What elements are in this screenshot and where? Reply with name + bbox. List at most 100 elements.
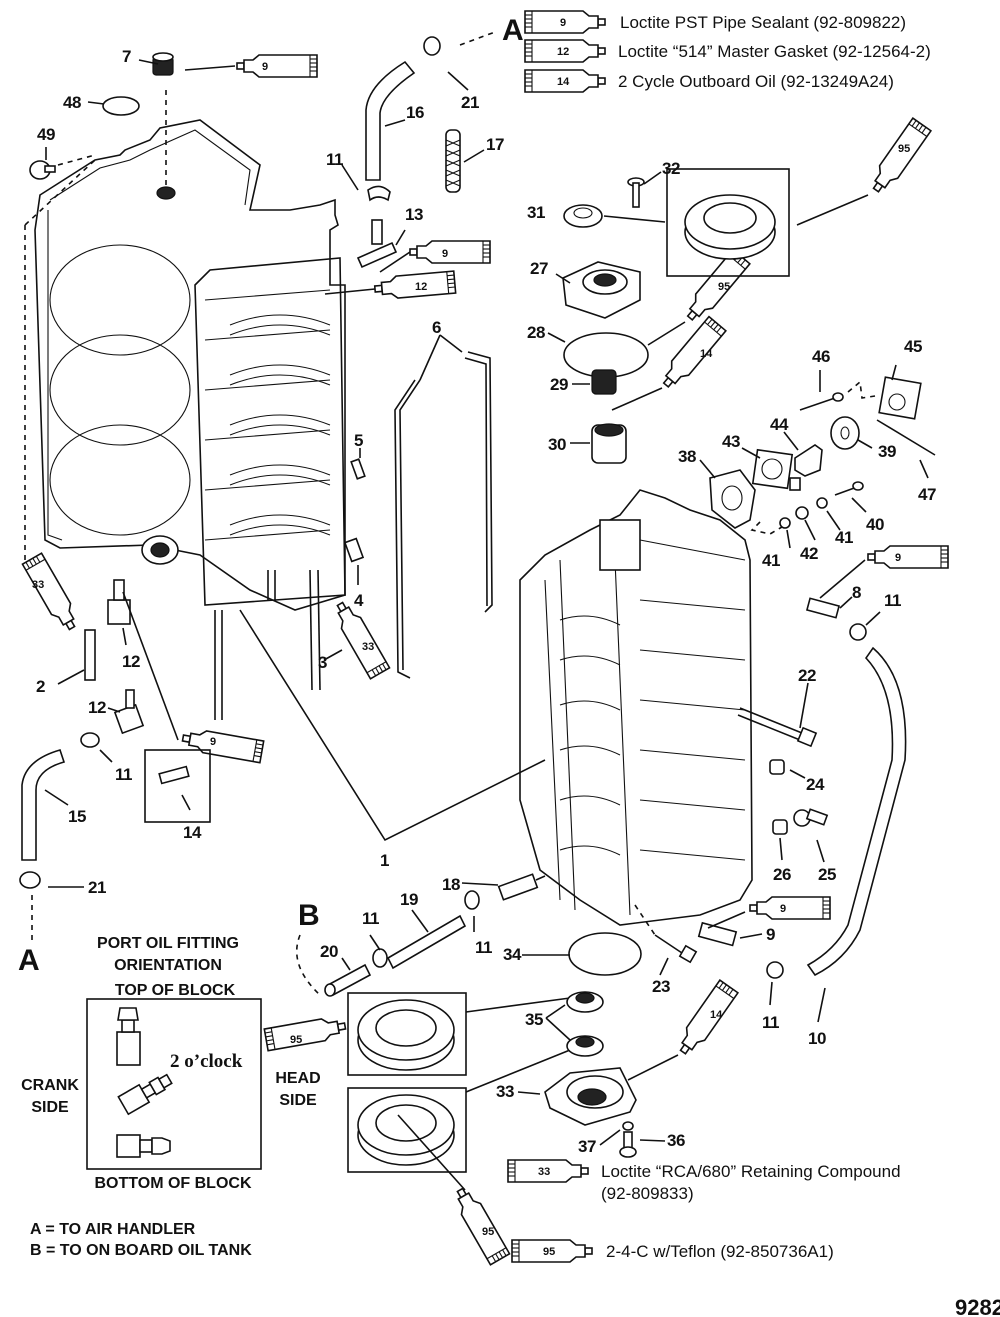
callout-13: 13 [405,205,423,224]
callout-11: 11 [475,938,492,957]
callout-4: 4 [354,591,364,610]
part-19-hose [386,909,467,970]
orientation-title-2: ORIENTATION [114,957,222,974]
part-37-washer [599,1121,634,1146]
callout-35: 35 [525,1010,543,1029]
crankcase-block [519,489,753,926]
svg-text:95: 95 [482,1226,494,1238]
sealant-tube-14-mid: 14 [611,315,727,411]
callout-11: 11 [326,150,343,169]
sealant-tube-9b: 9 [409,240,491,264]
part-41-washer-right [816,497,841,531]
part-9-fitting [697,911,763,947]
part-12-fitting-upper [107,579,179,741]
callout-21: 21 [88,878,106,897]
part-45-sensor [878,364,922,420]
callout-41: 41 [835,528,853,547]
fitting-angled-icon [117,1073,173,1116]
part-8-fitting [805,596,853,619]
svg-text:33: 33 [362,641,374,653]
svg-text:95: 95 [718,281,730,293]
fitting-vertical-icon [116,1007,141,1066]
svg-text:9: 9 [780,903,786,915]
svg-text:9: 9 [895,552,901,564]
callout-44: 44 [770,415,789,434]
callout-3: 3 [318,653,327,672]
two-oclock-label: 2 o’clock [170,1051,243,1072]
part-32-bolt [627,171,662,208]
callout-15: 15 [68,807,86,826]
part-21-clamp [423,31,496,91]
callout-23: 23 [652,977,670,996]
svg-text:14: 14 [710,1009,723,1021]
fitting-detail-box-14 [144,749,211,823]
part-18-fitting [461,873,546,901]
legend-text-part-number: (92-809833) [601,1184,694,1203]
part-35-seal-lower [545,1004,604,1057]
callout-17: 17 [486,135,504,154]
tube-number: 12 [557,46,569,58]
part-4-pin [343,537,365,585]
note-a: A = TO AIR HANDLER [30,1221,196,1238]
callout-11: 11 [762,1013,779,1032]
callout-39: 39 [878,442,896,461]
part-33-housing [517,1067,637,1126]
callout-38: 38 [678,447,696,466]
callout-34: 34 [503,945,522,964]
part-11-clamp-right [849,611,881,641]
note-b: B = TO ON BOARD OIL TANK [30,1242,252,1259]
callout-12: 12 [122,652,140,671]
sealant-tube-95-left: 95 [263,1014,348,1052]
callout-43: 43 [722,432,740,451]
legend-text: Loctite “514” Master Gasket (92-12564-2) [618,42,931,61]
callout-45: 45 [904,337,922,356]
part-21-clamp-bottom [19,871,84,945]
callout-30: 30 [548,435,566,454]
callout-18: 18 [442,875,460,894]
svg-text:33: 33 [32,579,44,591]
sealant-tube-33-left: 33 [21,552,83,635]
callout-12: 12 [88,698,106,717]
callout-31: 31 [527,203,545,222]
part-35-seal-upper [566,991,604,1013]
part-15-hose [21,749,69,861]
callout-36: 36 [667,1131,685,1150]
seal-detail-box-top [666,168,790,277]
part-22-bolt [737,682,818,748]
tube-number: 9 [560,17,566,29]
fitting-horizontal-icon [116,1134,171,1158]
part-2-stud [57,629,96,685]
callout-5: 5 [354,431,363,450]
sealant-tube-14-bottom: 14 [627,979,739,1081]
part-46-screw [799,370,876,411]
callout-1-leaders [239,609,546,842]
svg-text:95: 95 [290,1034,302,1046]
connector-a-marker: A [18,944,40,977]
part-34-o-ring [522,932,642,976]
callout-41: 41 [762,551,780,570]
callout-46: 46 [812,347,830,366]
legend-text: Loctite “RCA/680” Retaining Compound [601,1162,901,1181]
part-11-clamp-b2 [369,934,388,968]
callout-11: 11 [884,591,901,610]
part-3-stud [323,649,343,661]
part-16-hose [365,60,416,181]
head-side-label-2: SIDE [279,1092,317,1109]
callout-28: 28 [527,323,545,342]
part-11-clamp-b1 [464,890,480,932]
callout-19: 19 [400,890,418,909]
sealant-tube-95-top: 95 [796,117,932,226]
legend-item-14: 14 2 Cycle Outboard Oil (92-13249A24) [524,69,894,93]
callout-47: 47 [918,485,936,504]
part-11-clamp-bottom-right [766,961,784,1006]
callout-32: 32 [662,159,680,178]
callout-26: 26 [773,865,791,884]
cylinder-head-cover [24,119,346,720]
part-17-screen [445,129,485,193]
sealant-tube-9-left: 9 [180,726,265,764]
part-38-gasket [699,459,756,529]
callout-2: 2 [36,677,45,696]
top-of-block-label: TOP OF BLOCK [115,982,236,999]
callout-11: 11 [115,765,132,784]
